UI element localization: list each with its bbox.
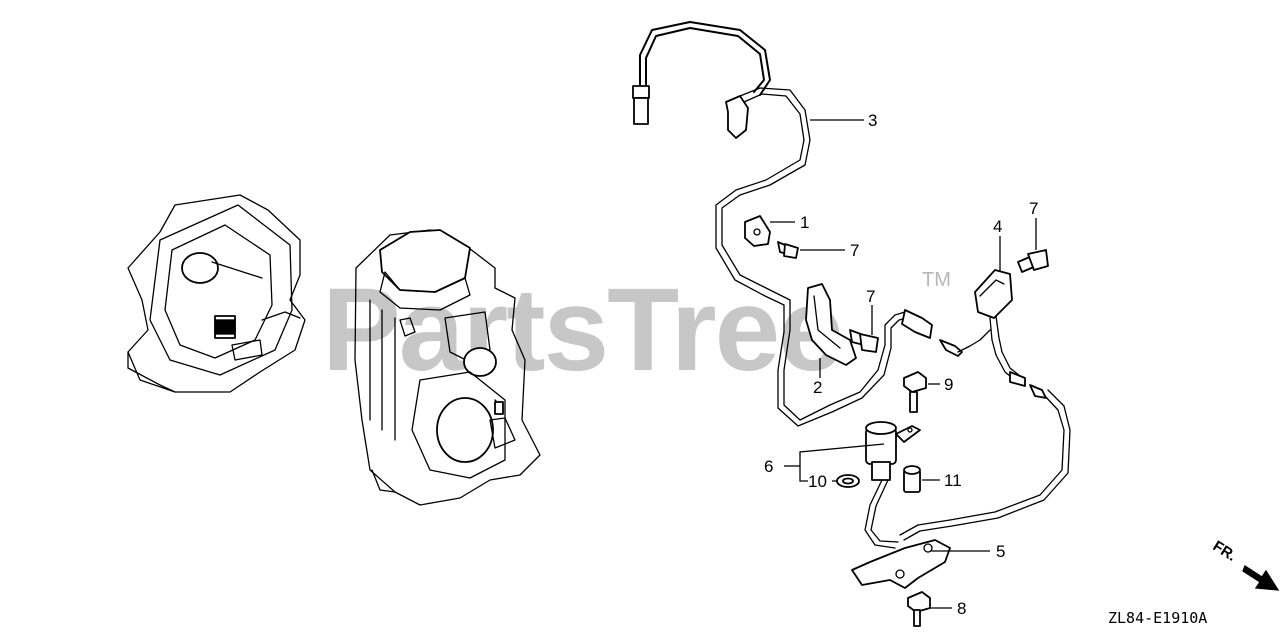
bolt-part-7-b [849,329,879,353]
engine-crankcase-left [127,194,306,393]
front-direction-indicator: FR. [1210,538,1280,591]
callout-7-right: 7 [1029,199,1038,218]
lower-wire-loop [864,389,1071,549]
callout-2: 2 [813,378,822,397]
callout-9: 9 [944,375,953,394]
callout-11: 11 [944,471,962,490]
callout-6: 6 [764,457,773,476]
leader-lines [770,119,1037,609]
callout-7-middle: 7 [866,287,875,306]
bolt-part-7-a [777,241,799,259]
wire-harness-part-3 [632,21,963,427]
callout-8: 8 [957,599,966,618]
bolt-part-8 [907,591,931,627]
callout-5: 5 [996,542,1005,561]
bolt-part-7-c [1017,249,1049,273]
front-arrow-icon [1242,565,1280,591]
module-part-4 [957,269,1047,399]
washer-part-10 [836,474,860,488]
bracket-part-2 [805,283,857,366]
bolt-part-9 [903,371,927,413]
engine-block-center [354,229,541,506]
front-label: FR. [1210,538,1240,565]
callout-4: 4 [993,217,1002,236]
callout-3: 3 [868,111,877,130]
collar-part-11 [903,465,921,493]
clip-part-1 [744,215,771,247]
callout-1: 1 [800,213,809,232]
bracket-plate-part-5 [851,539,951,589]
callout-labels: 3 1 7 7 4 7 2 9 6 10 11 5 8 [764,111,1038,618]
callout-7-upper: 7 [850,241,859,260]
callout-10: 10 [808,472,827,491]
watermark-trademark: TM [922,269,951,291]
diagram-code: ZL84-E1910A [1108,609,1207,627]
